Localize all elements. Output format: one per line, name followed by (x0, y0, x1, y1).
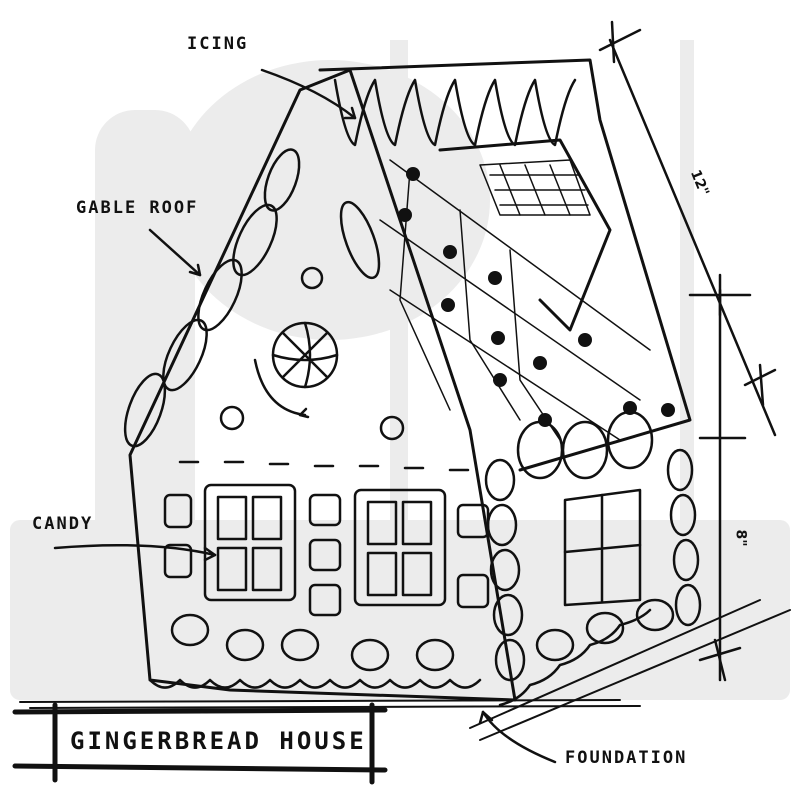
gable-shingles (123, 148, 381, 448)
gumdrop-candies (219, 266, 405, 441)
peppermint-candy (253, 321, 339, 419)
label-candy: CANDY (32, 514, 94, 534)
ground-lines (19, 599, 791, 741)
icing-ridge (333, 78, 577, 147)
roof-candy-dots (398, 167, 675, 427)
side-roof (318, 58, 692, 472)
side-window (563, 488, 642, 607)
illustration-title: GINGERBREAD HOUSE (70, 727, 367, 755)
dimension-wall-height: 8" (732, 529, 749, 547)
label-foundation: FOUNDATION (565, 748, 688, 768)
dimension-lines (598, 20, 777, 682)
round-candies (170, 598, 675, 672)
icing-dashes (178, 460, 470, 472)
chimney-mesh (479, 159, 591, 216)
background-watermark (10, 40, 790, 700)
candy-blocks (163, 493, 490, 617)
front-windows (203, 483, 447, 607)
foundation-scallop (148, 608, 652, 707)
corner-candies (484, 410, 702, 682)
label-icing: ICING (187, 34, 249, 54)
label-gable-roof: GABLE ROOF (76, 198, 199, 218)
title-box-frame (12, 702, 388, 785)
roof-lattice (379, 159, 651, 441)
label-arrows (53, 68, 557, 764)
